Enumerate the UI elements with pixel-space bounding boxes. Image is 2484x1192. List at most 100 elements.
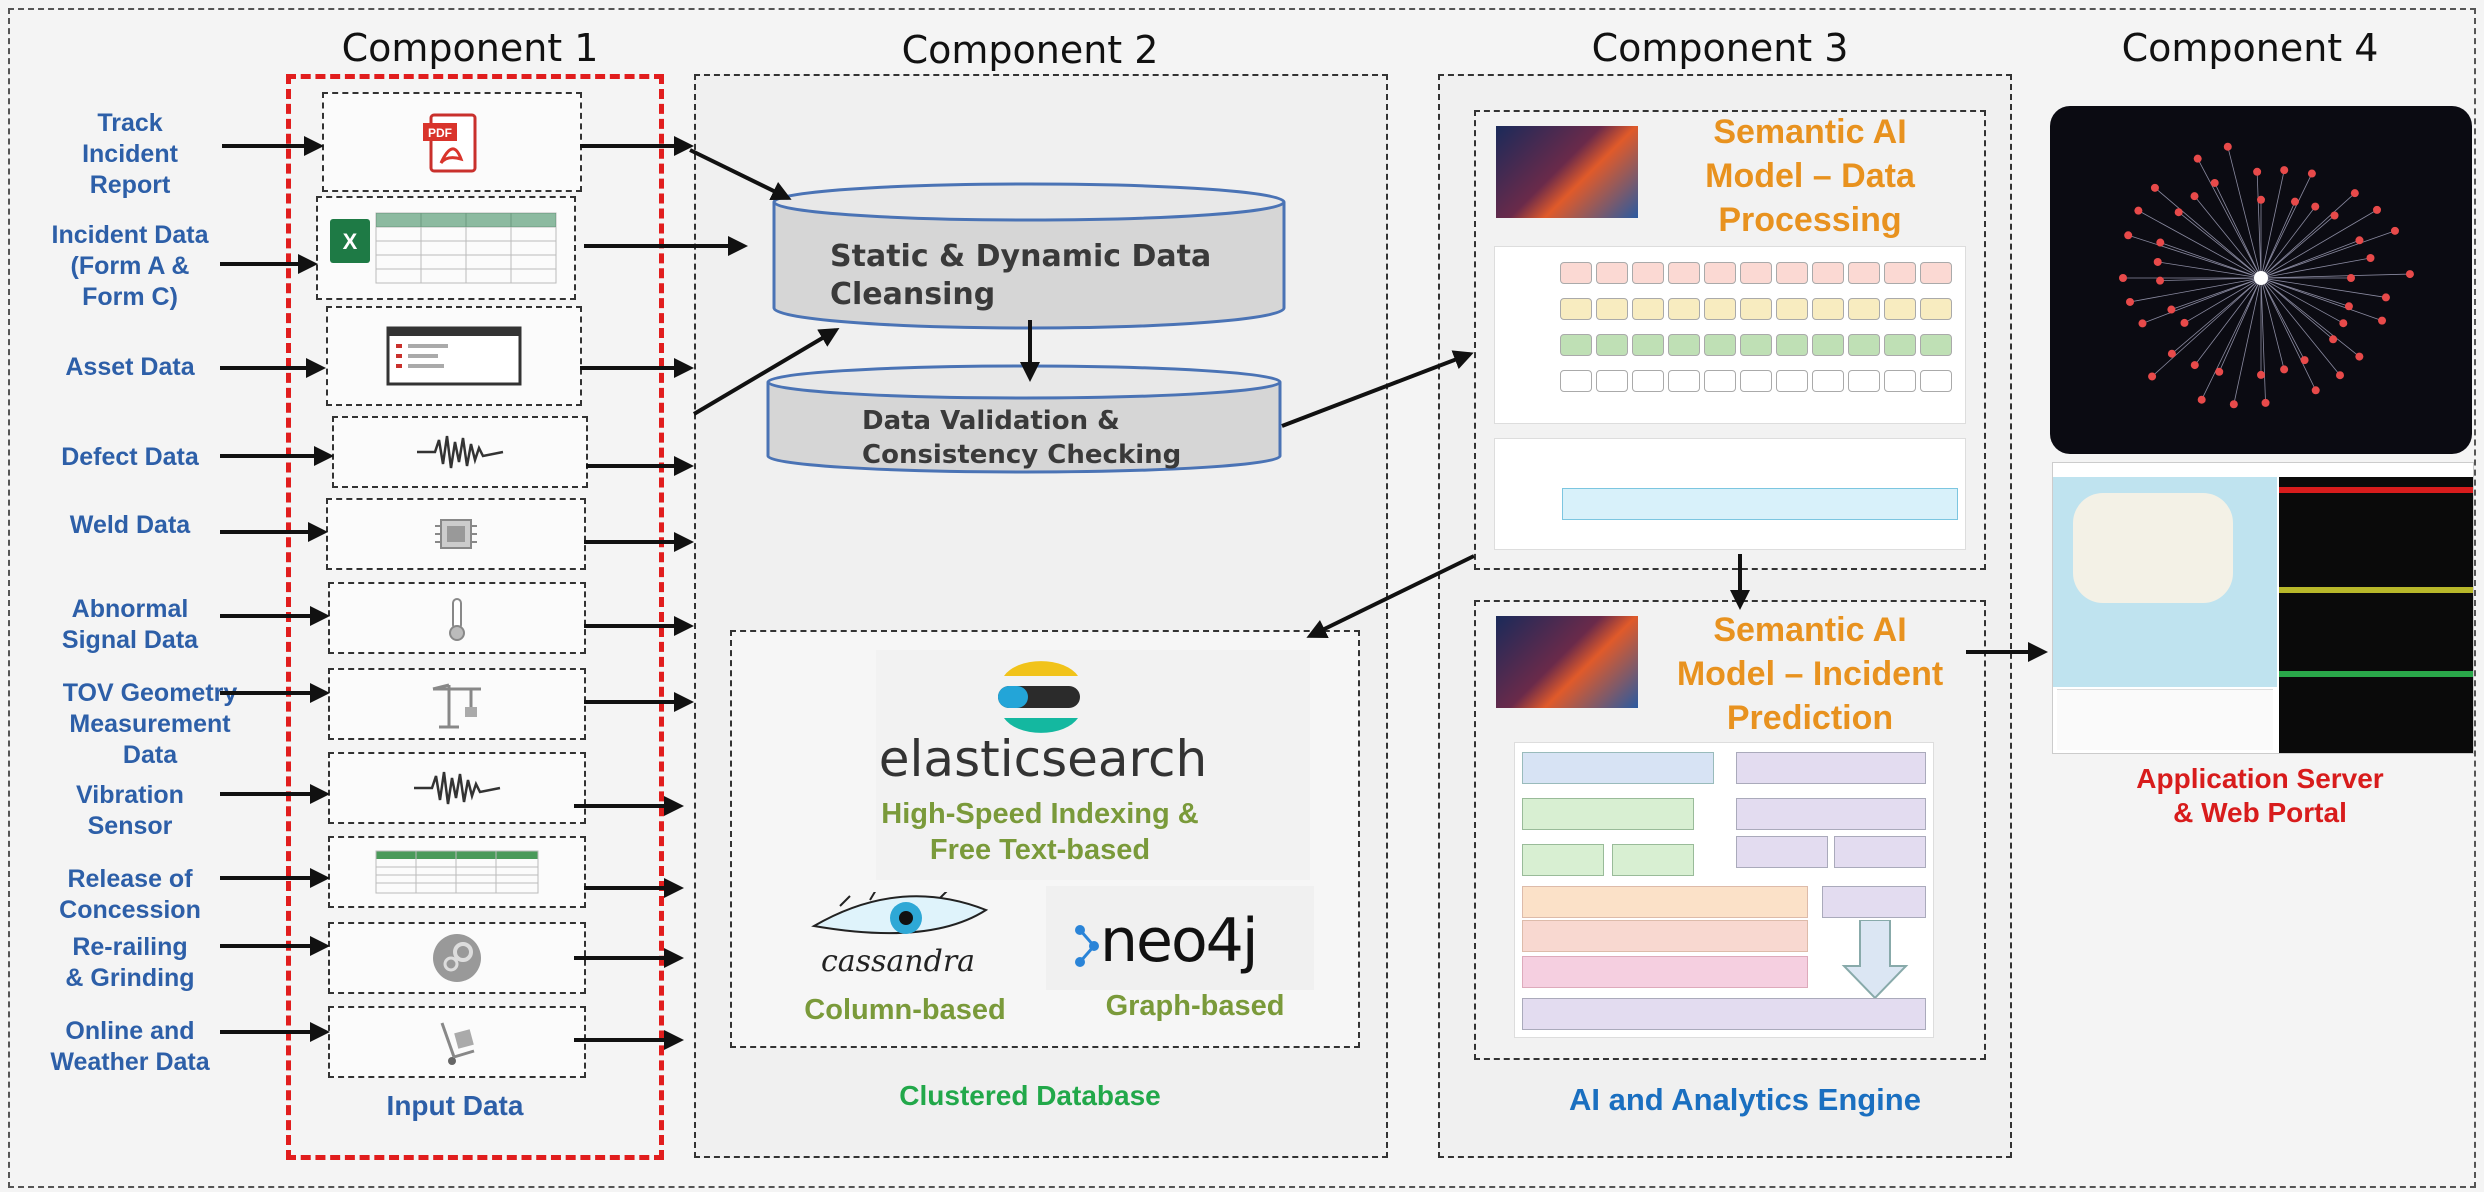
portal-chart bbox=[2057, 689, 2273, 750]
nn-layer-7 bbox=[1522, 886, 1808, 918]
nn-layer-1 bbox=[1522, 752, 1714, 784]
graph-node bbox=[2229, 400, 2238, 409]
graph-edge bbox=[2260, 209, 2378, 279]
graph-edge bbox=[2151, 277, 2262, 377]
graph-edge bbox=[2260, 277, 2360, 357]
nn-layer-6a bbox=[1736, 836, 1828, 868]
graph-edge bbox=[2260, 206, 2316, 279]
input-box-track-incident: PDF bbox=[322, 92, 582, 192]
graph-edge bbox=[2260, 277, 2305, 361]
input-label-abnormal-signal: Abnormal Signal Data bbox=[61, 595, 199, 654]
embedding-cell bbox=[1920, 262, 1952, 284]
portal-table-green-header bbox=[2279, 671, 2473, 677]
elasticsearch-wordmark: elasticsearch bbox=[878, 730, 1208, 788]
graph-node bbox=[2280, 166, 2289, 175]
nn-layer-output bbox=[1522, 998, 1926, 1030]
graph-node bbox=[2167, 305, 2176, 314]
graph-edge bbox=[2160, 277, 2262, 282]
graph-edge bbox=[2201, 277, 2262, 400]
graph-center-node bbox=[2254, 271, 2268, 285]
validation-cylinder bbox=[766, 364, 1282, 474]
validation-cylinder-label: Data Validation & Consistency Checking bbox=[862, 406, 1182, 470]
graph-edge bbox=[2157, 261, 2262, 279]
embedding-grid bbox=[1560, 262, 1956, 402]
embedding-cell bbox=[1740, 334, 1772, 356]
embedding-cell bbox=[1920, 334, 1952, 356]
input-box-vibration-sensor bbox=[328, 752, 586, 824]
graph-edge bbox=[2178, 211, 2262, 279]
embedding-cell bbox=[1632, 298, 1664, 320]
graph-edge bbox=[2260, 201, 2296, 279]
embedding-cell bbox=[1668, 334, 1700, 356]
graph-edge bbox=[2142, 277, 2262, 324]
cassandra-caption: Column-based bbox=[804, 994, 1006, 1026]
graph-node bbox=[2223, 142, 2232, 151]
graph-node bbox=[2311, 386, 2320, 395]
graph-node bbox=[2210, 178, 2219, 187]
graph-edge bbox=[2194, 195, 2262, 279]
embedding-cell bbox=[1704, 370, 1736, 392]
graph-node bbox=[2153, 257, 2162, 266]
embedding-cell bbox=[1776, 262, 1808, 284]
embedding-cell bbox=[1884, 298, 1916, 320]
graph-node bbox=[2307, 169, 2316, 178]
graph-node bbox=[2355, 352, 2364, 361]
graph-edge bbox=[2260, 215, 2335, 279]
nn-layer-4 bbox=[1736, 798, 1926, 830]
embedding-cell bbox=[1812, 262, 1844, 284]
graph-edge bbox=[2233, 277, 2262, 405]
graph-edge bbox=[2154, 187, 2262, 279]
knowledge-graph-image bbox=[2050, 106, 2472, 454]
graph-edge bbox=[2260, 277, 2341, 376]
svg-text:PDF: PDF bbox=[428, 126, 452, 140]
graph-edge bbox=[2171, 277, 2262, 355]
elasticsearch-panel bbox=[876, 650, 1310, 880]
graph-node bbox=[2339, 319, 2348, 328]
graph-node bbox=[2350, 189, 2359, 198]
input-label-defect-data: Defect Data bbox=[61, 443, 199, 471]
nn-layer-lstm bbox=[1822, 886, 1926, 918]
graph-node bbox=[2373, 205, 2382, 214]
graph-edge bbox=[2260, 277, 2386, 298]
monitor-icon bbox=[386, 326, 522, 386]
graph-node bbox=[2366, 253, 2375, 262]
elasticsearch-logo-icon bbox=[998, 661, 1080, 733]
input-box-release-concession bbox=[328, 836, 586, 908]
waveform-icon bbox=[417, 435, 504, 469]
spreadsheet-icon bbox=[375, 850, 539, 894]
cassandra-eye-icon bbox=[811, 892, 989, 935]
graph-edge bbox=[2160, 242, 2262, 279]
input-label-online-weather: Online and Weather Data bbox=[50, 1017, 210, 1076]
graph-node bbox=[2257, 370, 2265, 379]
graph-edge bbox=[2260, 257, 2371, 279]
graph-node bbox=[2197, 395, 2206, 404]
embedding-cell bbox=[1560, 298, 1592, 320]
elasticsearch-caption: High-Speed Indexing & Free Text-based bbox=[881, 798, 1199, 866]
graph-node bbox=[2150, 183, 2159, 192]
embedding-cell bbox=[1704, 298, 1736, 320]
nn-layer-2 bbox=[1736, 752, 1926, 784]
embedding-cell bbox=[1848, 334, 1880, 356]
application-server-label: Application Server & Web Portal bbox=[2136, 763, 2384, 828]
transformer-block bbox=[1562, 488, 1958, 520]
portal-land bbox=[2073, 493, 2233, 603]
component-4-title: Component 4 bbox=[2121, 26, 2379, 70]
graph-edge bbox=[2260, 173, 2313, 279]
input-box-asset-data bbox=[326, 306, 582, 406]
graph-node bbox=[2378, 316, 2387, 325]
graph-node bbox=[2300, 356, 2309, 365]
crane-icon bbox=[432, 683, 481, 729]
graph-edge bbox=[2260, 273, 2410, 279]
pdf-icon: PDF bbox=[423, 113, 477, 173]
gears-icon bbox=[433, 934, 481, 982]
nn-layer-6b bbox=[1834, 836, 1926, 868]
embedding-cell bbox=[1560, 334, 1592, 356]
input-label-re-railing: Re-railing & Grinding bbox=[65, 933, 195, 992]
graph-node bbox=[2257, 195, 2265, 204]
component-2-title: Component 2 bbox=[901, 28, 1159, 72]
nn-layer-8 bbox=[1522, 920, 1808, 952]
graph-node bbox=[2336, 371, 2345, 380]
embedding-cell bbox=[1632, 334, 1664, 356]
